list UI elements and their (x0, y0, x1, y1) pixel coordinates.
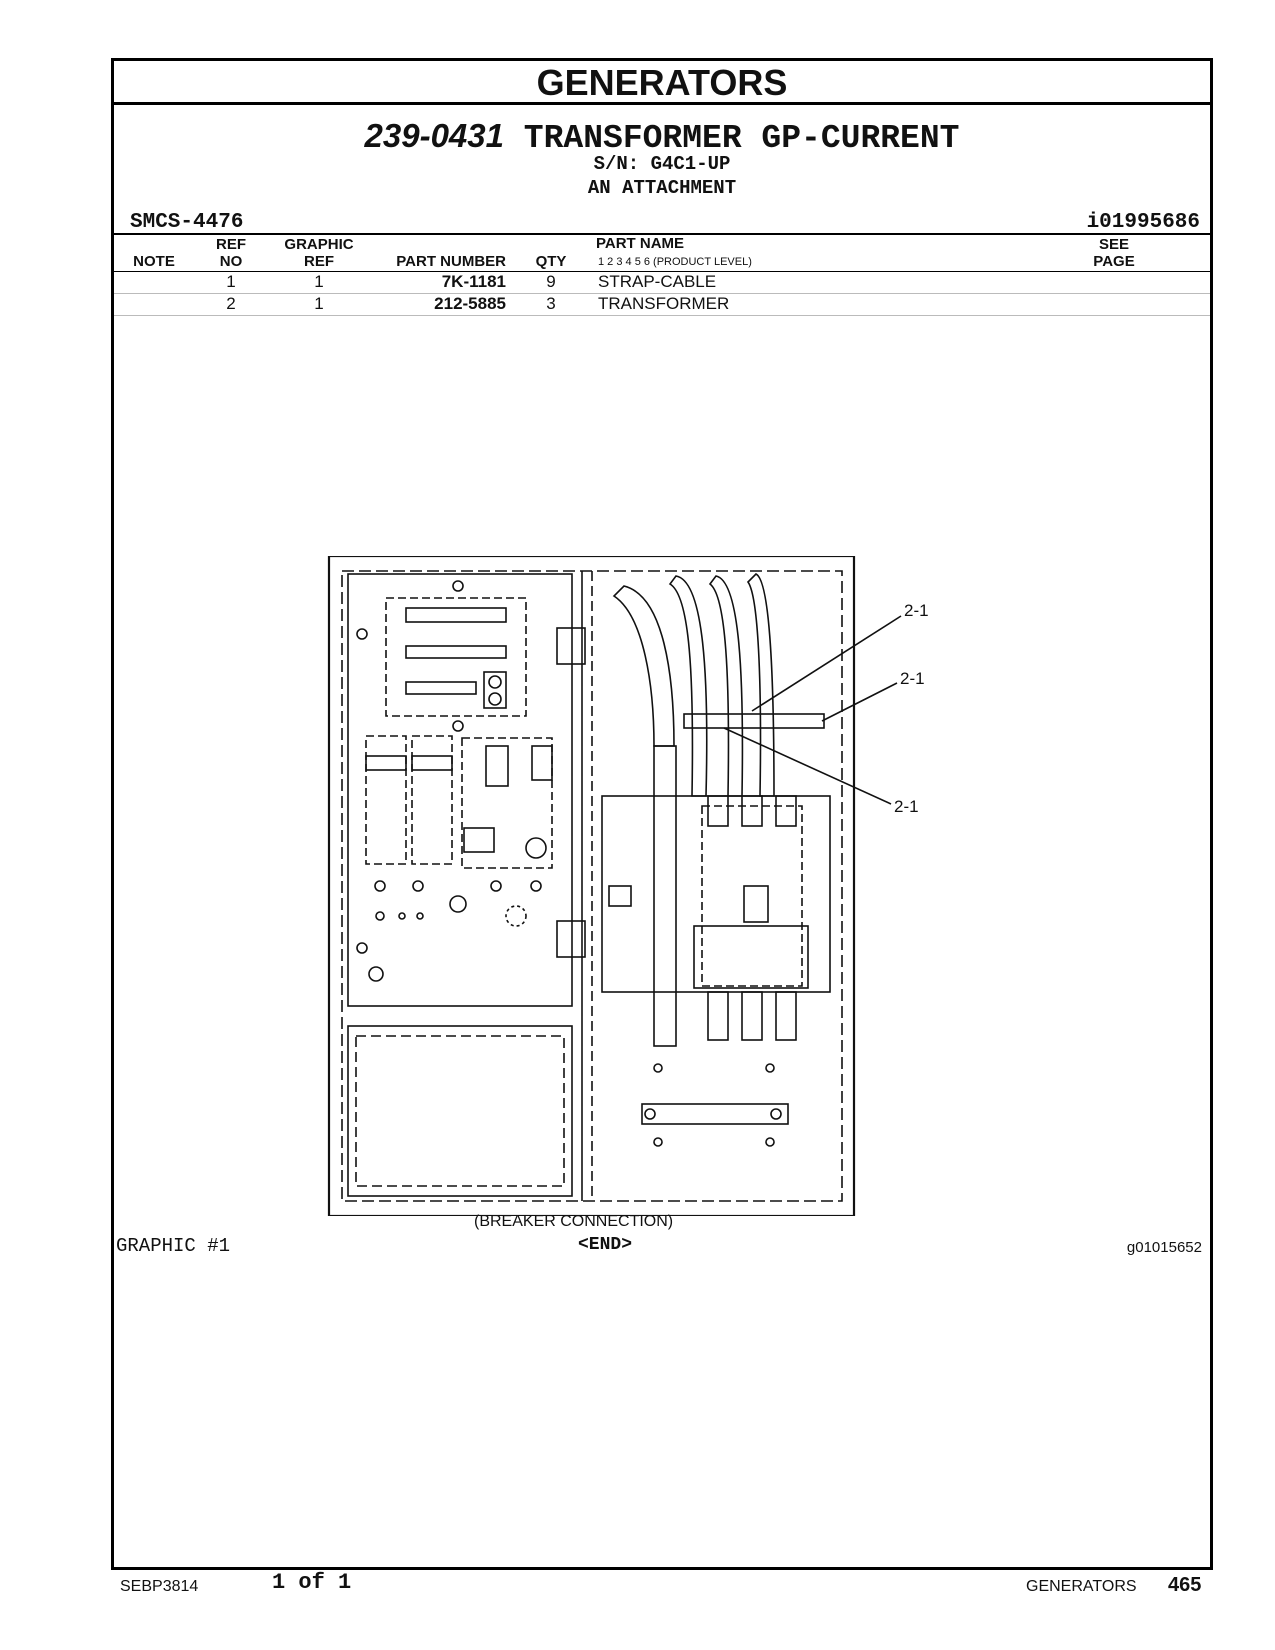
col-part-number: PART NUMBER (396, 253, 506, 270)
part-title: 239-0431 TRANSFORMER GP-CURRENT (114, 117, 1210, 157)
product-level-header: 1 2 3 4 5 6 (PRODUCT LEVEL) (598, 256, 752, 268)
row2-ref-no: 2 (226, 294, 236, 313)
row1-graphic-ref: 1 (314, 272, 324, 291)
section-title: GENERATORS (114, 61, 1210, 105)
row1-part-name: STRAP-CABLE (598, 272, 717, 291)
doc-id: SEBP3814 (120, 1578, 199, 1595)
footer-section: GENERATORS (1026, 1578, 1137, 1595)
row1-qty: 9 (546, 272, 556, 291)
callout-label-3: 2-1 (894, 797, 919, 816)
row2-qty: 3 (546, 294, 556, 313)
row1-part-number[interactable]: 7K-1181 (441, 272, 506, 291)
smcs-code: SMCS-4476 (130, 211, 244, 234)
col-see-page-2: PAGE (1093, 253, 1135, 270)
row2-part-name: TRANSFORMER (598, 294, 730, 313)
row1-rule (114, 293, 1210, 294)
part-description: TRANSFORMER GP-CURRENT (523, 120, 960, 157)
col-ref-no-1: REF (216, 236, 246, 253)
page-of: 1 of 1 (272, 1570, 352, 1595)
row2-graphic-ref: 1 (314, 294, 324, 313)
col-part-name: PART NAME (596, 235, 685, 252)
header-bottom-rule (114, 271, 1210, 272)
col-note: NOTE (133, 253, 175, 270)
page-frame: GENERATORS 239-0431 TRANSFORMER GP-CURRE… (111, 58, 1213, 1570)
callout-label-2: 2-1 (900, 669, 925, 688)
attachment-label: AN ATTACHMENT (587, 177, 737, 199)
serial-number: S/N: G4C1-UP (593, 153, 731, 175)
breaker-connection-drawing (327, 556, 902, 1216)
col-graphic-ref-2: REF (304, 253, 334, 270)
graphic-id: g01015652 (1126, 1239, 1202, 1256)
col-ref-no-2: NO (219, 253, 243, 270)
end-marker: <END> (578, 1235, 633, 1255)
table-top-rule (114, 233, 1210, 235)
figure-caption: (BREAKER CONNECTION) (474, 1213, 674, 1230)
callout-label-1: 2-1 (904, 601, 929, 620)
col-qty: QTY (535, 253, 567, 270)
info-id: i01995686 (1086, 211, 1200, 234)
row2-rule (114, 315, 1210, 316)
col-see-page-1: SEE (1098, 236, 1129, 253)
page-number: 465 (1168, 1574, 1202, 1596)
row1-ref-no: 1 (226, 272, 236, 291)
col-graphic-ref-1: GRAPHIC (284, 236, 354, 253)
graphic-label: GRAPHIC #1 (116, 1235, 231, 1257)
part-number: 239-0431 (364, 117, 504, 154)
row2-part-number[interactable]: 212-5885 (434, 294, 506, 313)
